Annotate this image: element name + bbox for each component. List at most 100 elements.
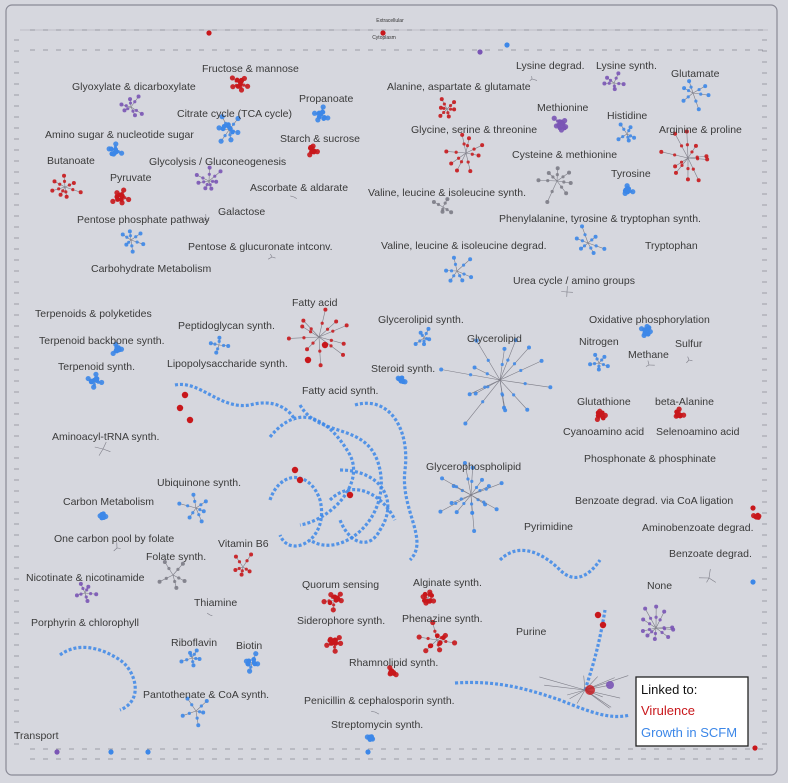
arginine-node <box>695 155 699 159</box>
arginine-node <box>673 170 678 175</box>
siderophore-node <box>324 642 330 648</box>
glycerolipidsyn-network <box>413 326 432 347</box>
glycerophospholipid-node <box>454 510 459 515</box>
glycolysis-node <box>205 183 209 187</box>
folate-node <box>173 579 177 584</box>
aminoacyl-edge <box>102 448 111 452</box>
pathway-label-arginine: Arginine & proline <box>659 124 742 136</box>
lysinesyn-node <box>612 84 616 88</box>
quorum-network <box>321 591 344 613</box>
pathway-label-starch: Starch & sucrose <box>280 133 360 145</box>
extracellular-label: Extracellular <box>376 18 404 24</box>
vlideg-node <box>453 262 458 266</box>
quorum-node <box>337 591 343 597</box>
pathway-label-vlisyn: Valine, leucine & isoleucine synth. <box>368 187 526 199</box>
glycerolipid-node <box>472 365 477 370</box>
purine-node <box>606 681 614 689</box>
galactose-network <box>202 214 210 223</box>
lysinesyn-node <box>621 82 626 87</box>
vitaminb6-node <box>244 567 248 571</box>
pentosephosphate-node <box>125 235 129 239</box>
folate-node <box>167 566 171 571</box>
cysteine-node <box>546 179 550 183</box>
pathway-label-fattyacidsyn: Fatty acid synth. <box>302 385 378 397</box>
folate-node <box>164 576 168 580</box>
glycine-node <box>454 168 459 173</box>
pyruvate-node <box>115 197 121 202</box>
vlisyn-node <box>449 210 454 215</box>
glycerophospholipid-node <box>480 477 485 482</box>
fructose-node <box>230 84 236 90</box>
fattyacid-node <box>334 319 339 324</box>
none-node <box>650 630 654 634</box>
glycerophospholipid-node <box>494 507 499 512</box>
nitrogen-node <box>588 362 593 367</box>
riboflavin-node <box>197 657 202 662</box>
transport-node <box>477 49 483 55</box>
cysteine-node <box>555 173 559 177</box>
butanoate-node <box>57 187 61 191</box>
streptomycin-network <box>364 734 376 742</box>
arginine-node <box>691 167 695 171</box>
pentosephosphate-node <box>138 231 143 236</box>
none-node <box>647 622 652 626</box>
galactose-edge <box>202 218 207 223</box>
ubiquinone-node <box>203 499 208 504</box>
glutamate-node <box>697 87 701 92</box>
glycine-node <box>472 147 476 151</box>
glutathione-node <box>600 415 606 421</box>
glutathione-node <box>595 413 601 419</box>
alanine-node <box>448 107 453 111</box>
glycolysis-node <box>208 183 212 187</box>
none-node <box>647 627 652 632</box>
glyoxylate-node <box>124 104 128 108</box>
pathway-label-oxphos: Oxidative phosphorylation <box>589 314 710 326</box>
legend-item-growth: Growth in SCFM <box>641 725 737 740</box>
citrate-node <box>231 122 236 126</box>
pentosephosphate-node <box>130 249 135 254</box>
reaction-networks <box>50 71 762 742</box>
pathway-label-rhamnolipid: Rhamnolipid synth. <box>349 657 438 669</box>
vlideg-node <box>444 268 449 273</box>
folate-node <box>176 567 180 571</box>
betaalanine-network <box>673 406 687 419</box>
pathway-label-galactose: Galactose <box>218 206 265 218</box>
folate-node <box>177 576 181 580</box>
glycolysis-node <box>209 186 214 191</box>
phenazine-node <box>444 639 448 644</box>
glycerophospholipid-node <box>459 497 463 501</box>
glycerolipid-node <box>506 358 510 362</box>
transport-node <box>145 749 151 755</box>
glycerolipid-node <box>474 338 479 343</box>
phenazine-node <box>426 636 430 641</box>
glycerolipidsyn-node <box>418 339 422 343</box>
purine-edge <box>567 689 586 696</box>
alanine-node <box>452 107 457 112</box>
phenylalanine-node <box>589 246 593 250</box>
pathway-label-pyruvate: Pyruvate <box>110 172 152 184</box>
pyruvate-node <box>121 187 127 193</box>
growth-strand <box>454 680 631 719</box>
glycerophospholipid-node <box>470 465 475 470</box>
pentoseglucuronate-edge <box>271 256 276 259</box>
terpenoidsyn-network <box>85 371 105 390</box>
rhamnolipid-network <box>387 664 399 678</box>
propanoate-node <box>316 110 322 116</box>
riboflavin-node <box>192 652 196 656</box>
pathway-label-pentosephosphate: Pentose phosphate pathway <box>77 214 210 226</box>
glycerolipid-node <box>519 368 523 373</box>
fattyacid-node <box>325 327 330 331</box>
pathway-label-terpenoidsyn: Terpenoid synth. <box>58 361 135 373</box>
vitaminb6-node <box>247 569 252 574</box>
siderophore-node <box>332 645 337 649</box>
growth-strand <box>298 404 383 547</box>
pathway-label-vitaminb6: Vitamin B6 <box>218 538 269 550</box>
lipid-strands <box>59 382 631 719</box>
fattyacid-node <box>305 347 310 352</box>
ubiquinone-node <box>199 519 204 524</box>
peptidoglycan-node <box>222 343 226 348</box>
vlideg-node <box>461 263 466 267</box>
growth-strand <box>59 645 137 712</box>
alanine-node <box>442 110 446 115</box>
lysinesyn-node <box>614 76 618 80</box>
